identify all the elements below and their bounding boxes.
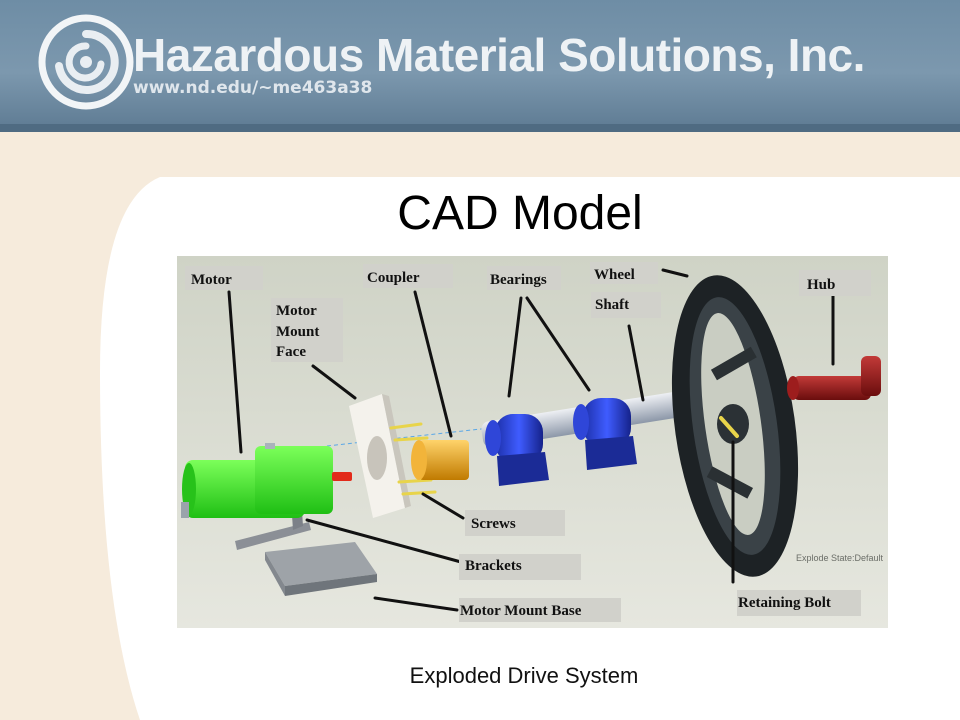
figure-caption: Exploded Drive System <box>409 663 639 688</box>
explode-state-watermark: Explode State:Default <box>796 553 884 563</box>
svg-text:Brackets: Brackets <box>465 558 522 574</box>
svg-text:Wheel: Wheel <box>594 267 635 283</box>
svg-text:Motor Mount Base: Motor Mount Base <box>460 603 582 619</box>
company-url: www.nd.edu/~me463a38 <box>133 78 373 98</box>
label-retaining-bolt: Retaining Bolt <box>737 590 861 616</box>
banner-divider <box>0 124 960 132</box>
coupler-part <box>411 440 469 480</box>
label-shaft: Shaft <box>591 292 661 318</box>
label-motor-mount-base: Motor Mount Base <box>459 598 621 622</box>
spiral-logo-icon <box>38 14 134 110</box>
svg-text:Retaining Bolt: Retaining Bolt <box>738 595 831 611</box>
label-bearings: Bearings <box>487 266 561 290</box>
bearing-part <box>573 398 637 470</box>
exploded-drive-diagram: Motor Motor Mount Face Coupler Bearings … <box>177 256 888 628</box>
screws-part <box>389 422 437 496</box>
svg-text:Motor: Motor <box>191 272 232 288</box>
bearing-part <box>485 414 549 486</box>
hub-part <box>787 356 881 400</box>
label-motor: Motor <box>185 266 263 290</box>
label-coupler: Coupler <box>363 264 453 288</box>
company-name: Hazardous Material Solutions, Inc. <box>133 29 865 81</box>
label-brackets: Brackets <box>459 554 581 580</box>
label-hub: Hub <box>799 270 871 296</box>
motor-mount-base-part <box>265 542 377 596</box>
leader-lines <box>227 268 835 612</box>
svg-text:Coupler: Coupler <box>367 270 420 286</box>
svg-text:Screws: Screws <box>471 516 516 532</box>
svg-text:Hub: Hub <box>807 277 835 293</box>
motor-part <box>181 443 352 518</box>
slide-title: CAD Model <box>397 187 643 240</box>
svg-text:Mount: Mount <box>276 324 319 340</box>
label-screws: Screws <box>465 510 565 536</box>
label-wheel: Wheel <box>590 262 658 284</box>
header-banner: Hazardous Material Solutions, Inc. www.n… <box>0 0 960 132</box>
svg-text:Motor: Motor <box>276 303 317 319</box>
label-motor-mount-face: Motor Mount Face <box>271 298 343 362</box>
motor-mount-face-part <box>349 394 411 518</box>
svg-text:Shaft: Shaft <box>595 297 629 313</box>
svg-text:Bearings: Bearings <box>490 272 547 288</box>
wheel-part <box>671 275 799 577</box>
svg-text:Face: Face <box>276 344 306 360</box>
